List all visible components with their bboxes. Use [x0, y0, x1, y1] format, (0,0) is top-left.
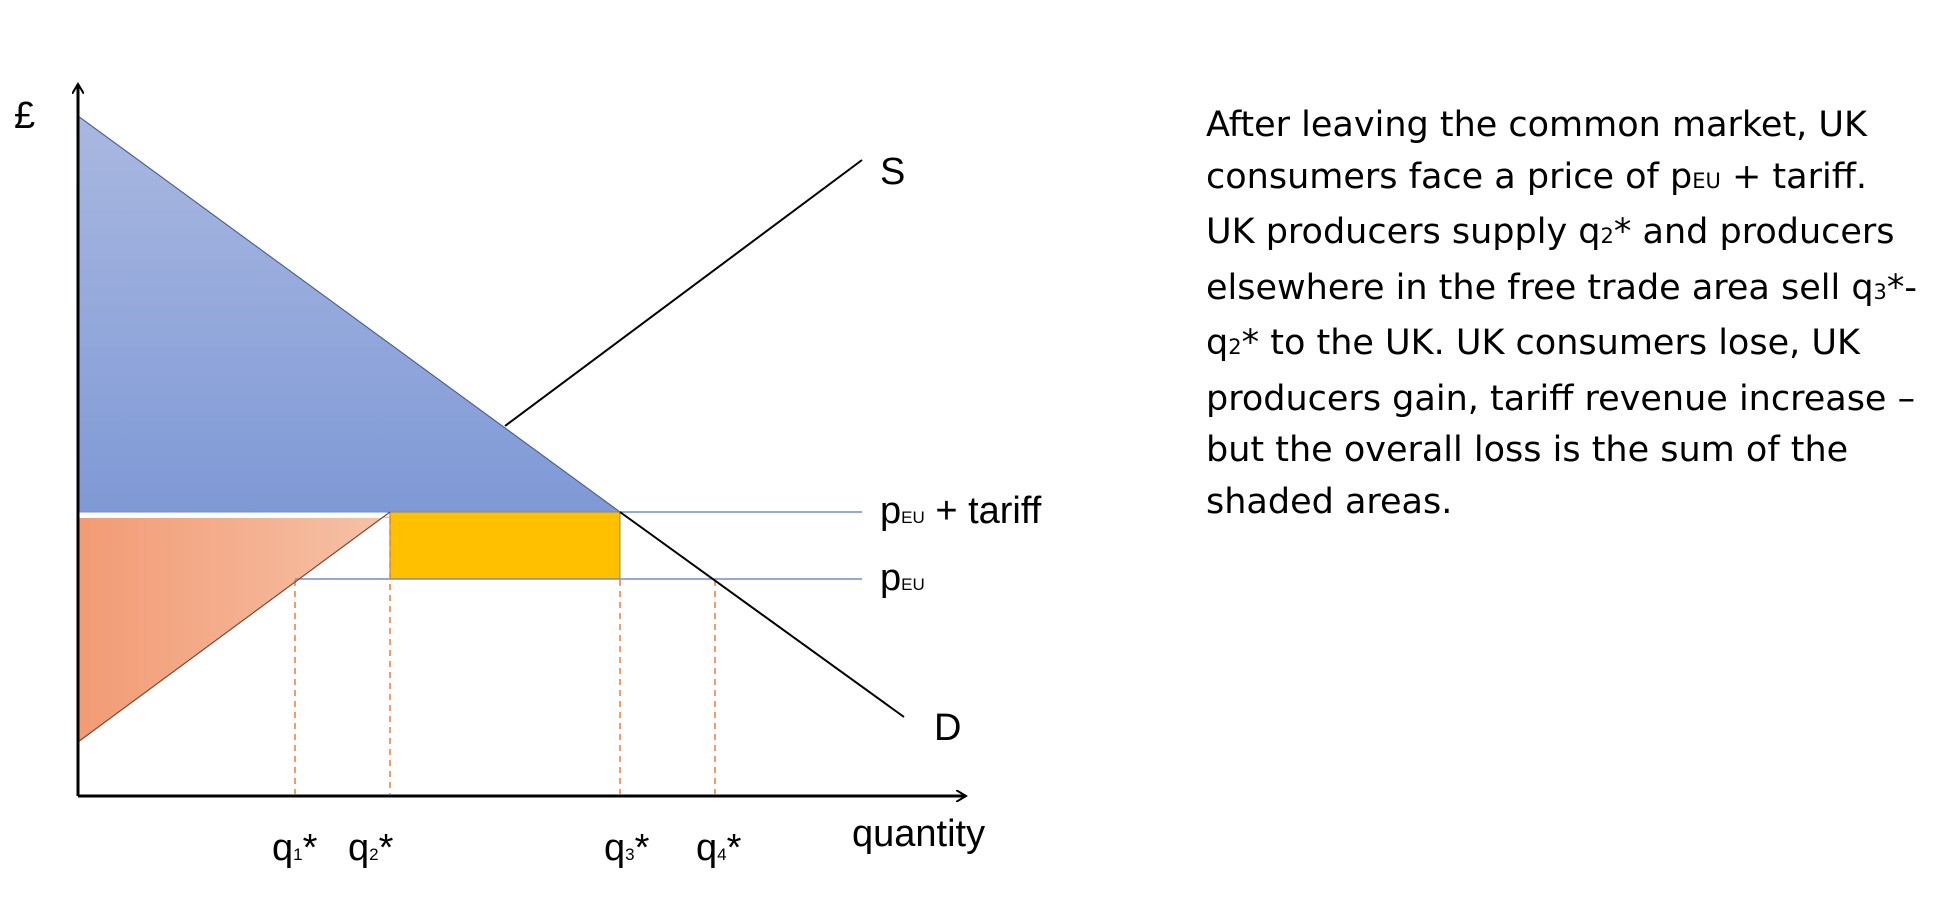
- q1-label: q1*: [272, 827, 318, 869]
- supply-curve-upper: [504, 159, 863, 427]
- price-eu-label: pEU: [880, 557, 925, 599]
- demand-curve-upper: [77, 115, 621, 513]
- q2-label: q2*: [348, 827, 394, 869]
- q4-label: q4*: [696, 827, 742, 869]
- y-axis-label: £: [14, 95, 35, 137]
- q3-label: q3*: [604, 827, 650, 869]
- x-axis-label: quantity: [852, 813, 985, 855]
- supply-curve-lower: [77, 511, 391, 743]
- tariff-revenue-area: [389, 511, 621, 580]
- price-tariff-label: pEU + tariff: [880, 490, 1042, 532]
- explanation-text: After leaving the common market, UK cons…: [1206, 105, 1918, 522]
- demand-label: D: [934, 707, 961, 749]
- trade-diagram: £ quantity S D pEU + tariff pEU q1* q2* …: [14, 0, 1042, 869]
- supply-label: S: [880, 151, 905, 193]
- demand-curve-lower: [619, 511, 905, 718]
